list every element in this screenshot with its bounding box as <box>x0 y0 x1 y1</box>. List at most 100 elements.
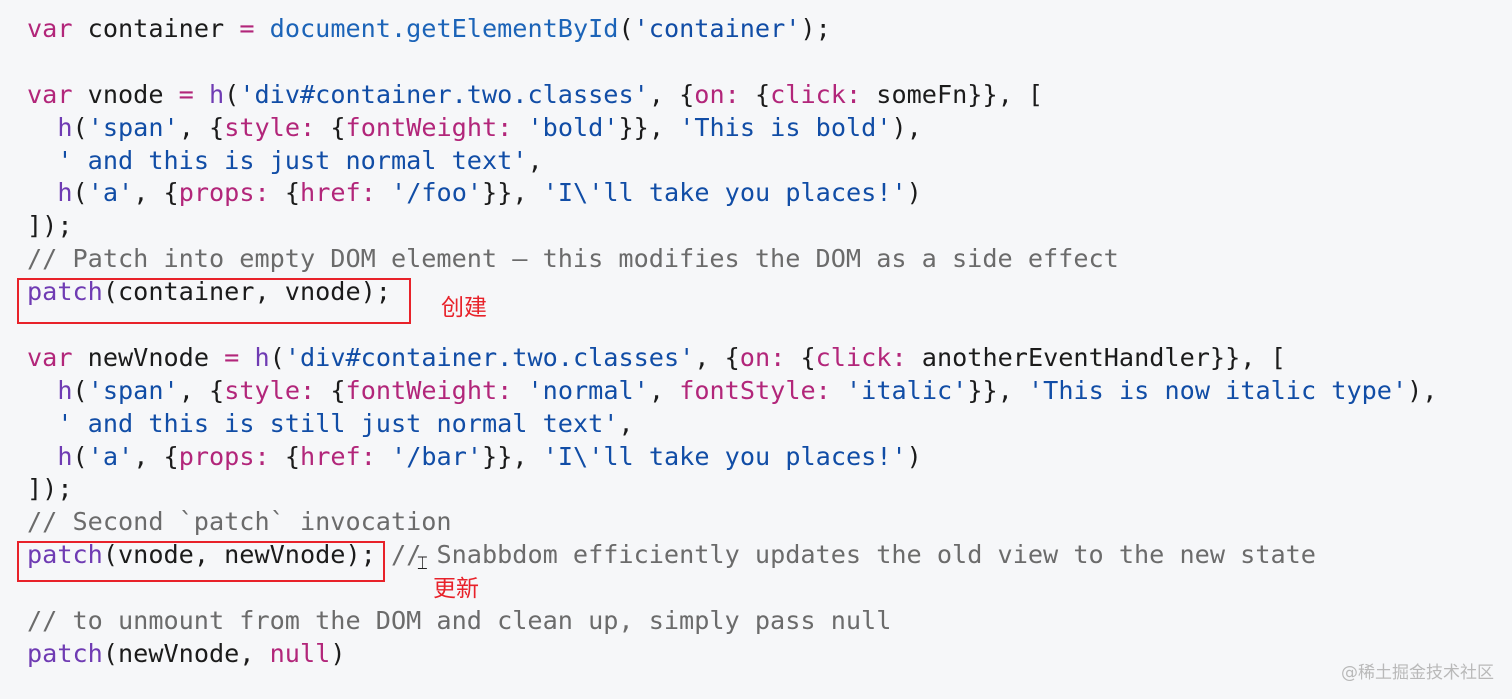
code-token: }}, <box>482 178 543 208</box>
code-token: 'This is bold' <box>679 112 892 142</box>
code-line: ]); <box>27 210 1437 243</box>
code-token <box>194 80 209 109</box>
code-line: var newVnode = h('div#container.two.clas… <box>27 342 1437 375</box>
code-token: , <box>648 375 680 405</box>
code-line: h('span', {style: {fontWeight: 'bold'}},… <box>27 112 1437 145</box>
code-token: props: <box>178 441 270 471</box>
code-token: null <box>269 638 331 668</box>
code-token: ( <box>224 79 240 109</box>
code-token: }}, <box>482 441 543 471</box>
code-block: var container = document.getElementById(… <box>27 13 1437 671</box>
code-token: 'bold' <box>527 112 619 142</box>
code-token: href: <box>300 178 376 208</box>
code-token: ( <box>72 441 88 471</box>
code-token: h <box>57 375 73 405</box>
code-token: { <box>269 441 301 471</box>
code-token <box>27 376 57 405</box>
code-token: 'span' <box>87 112 179 142</box>
code-token: someFn}}, [ <box>861 79 1044 109</box>
code-token: { <box>785 342 816 372</box>
code-token: container <box>72 14 240 43</box>
code-token: 'normal' <box>527 375 649 405</box>
code-line: ' and this is still just normal text', <box>27 408 1437 441</box>
text-cursor-icon: ⌶ <box>417 553 428 574</box>
code-token: { <box>739 79 771 109</box>
code-token: ' and this is just normal text' <box>57 145 528 175</box>
code-token: // to unmount from the DOM and clean up,… <box>27 606 892 636</box>
code-line: patch(vnode, newVnode); // Snabbdom effi… <box>27 539 1437 572</box>
code-token: ), <box>891 112 922 142</box>
code-token: (container, vnode); <box>102 277 391 307</box>
code-token: h <box>57 178 73 208</box>
code-token: }}, <box>967 375 1029 405</box>
code-token: ( <box>72 112 88 142</box>
code-token: // Second `patch` invocation <box>27 507 452 537</box>
code-token: '/foo' <box>391 178 483 208</box>
code-token: ( <box>269 342 285 372</box>
code-token <box>512 376 527 405</box>
code-token: patch <box>27 638 103 668</box>
code-token: ), <box>1407 375 1438 405</box>
code-token: }}, <box>618 112 680 142</box>
code-line: // to unmount from the DOM and clean up,… <box>27 605 1437 638</box>
code-token: 'container' <box>633 14 801 43</box>
code-line: var vnode = h('div#container.two.classes… <box>27 79 1437 112</box>
code-line: h('a', {props: {href: '/foo'}}, 'I\'ll t… <box>27 177 1437 210</box>
code-token: fontStyle: <box>679 375 831 405</box>
code-token: anotherEventHandler}}, [ <box>906 342 1286 372</box>
code-token: { <box>315 375 346 405</box>
code-token: ) <box>906 178 922 208</box>
code-line: // Patch into empty DOM element – this m… <box>27 243 1437 276</box>
code-token: , { <box>178 112 225 142</box>
code-token: , <box>618 408 634 438</box>
code-token: var <box>27 14 73 43</box>
code-token: 'div#container.two.classes' <box>284 342 695 372</box>
code-token <box>27 146 57 175</box>
code-token: on: <box>739 342 786 372</box>
code-token: patch <box>27 540 103 570</box>
code-token: '/bar' <box>391 441 483 471</box>
code-token <box>27 442 57 471</box>
code-token: ( <box>618 14 634 43</box>
code-token: = <box>239 14 255 43</box>
highlight-box-update <box>17 541 385 582</box>
code-token: (vnode, newVnode); <box>102 540 376 570</box>
code-token: click: <box>770 79 862 109</box>
code-token: , { <box>694 342 740 372</box>
code-line: ' and this is just normal text', <box>27 145 1437 178</box>
code-token <box>376 178 391 207</box>
code-token: 'This is now italic type' <box>1028 375 1408 405</box>
code-token: var <box>27 342 73 372</box>
code-token: vnode <box>72 79 179 109</box>
code-line: h('span', {style: {fontWeight: 'normal',… <box>27 375 1437 408</box>
code-token: = <box>224 342 240 372</box>
code-line: ]); <box>27 473 1437 506</box>
code-line: patch(newVnode, null) <box>27 638 1437 671</box>
code-token: ' and this is still just normal text' <box>57 408 619 438</box>
code-token: = <box>178 79 194 109</box>
code-token <box>254 14 269 43</box>
code-token: { <box>269 178 301 208</box>
code-token: ]); <box>27 474 73 504</box>
code-token: { <box>315 112 346 142</box>
code-token: on: <box>694 79 740 109</box>
code-line: var container = document.getElementById(… <box>27 13 1437 46</box>
code-token: , { <box>648 79 695 109</box>
code-line <box>27 46 1437 79</box>
annotation-update: 更新 <box>433 576 479 602</box>
code-token: ( <box>72 178 88 208</box>
code-token: , <box>527 145 543 175</box>
code-token: document.getElementById <box>269 14 619 43</box>
code-token: click: <box>815 342 907 372</box>
code-token: 'italic' <box>846 375 968 405</box>
code-token: ]); <box>27 211 73 241</box>
code-token: h <box>254 342 270 372</box>
code-token: href: <box>300 441 376 471</box>
code-line: patch(container, vnode); <box>27 276 1437 309</box>
code-token: 'I\'ll take you places!' <box>542 178 907 208</box>
code-token: h <box>57 112 73 142</box>
code-token <box>27 409 57 438</box>
code-line: h('a', {props: {href: '/bar'}}, 'I\'ll t… <box>27 441 1437 474</box>
code-token: , { <box>133 441 179 471</box>
code-token <box>376 442 391 471</box>
